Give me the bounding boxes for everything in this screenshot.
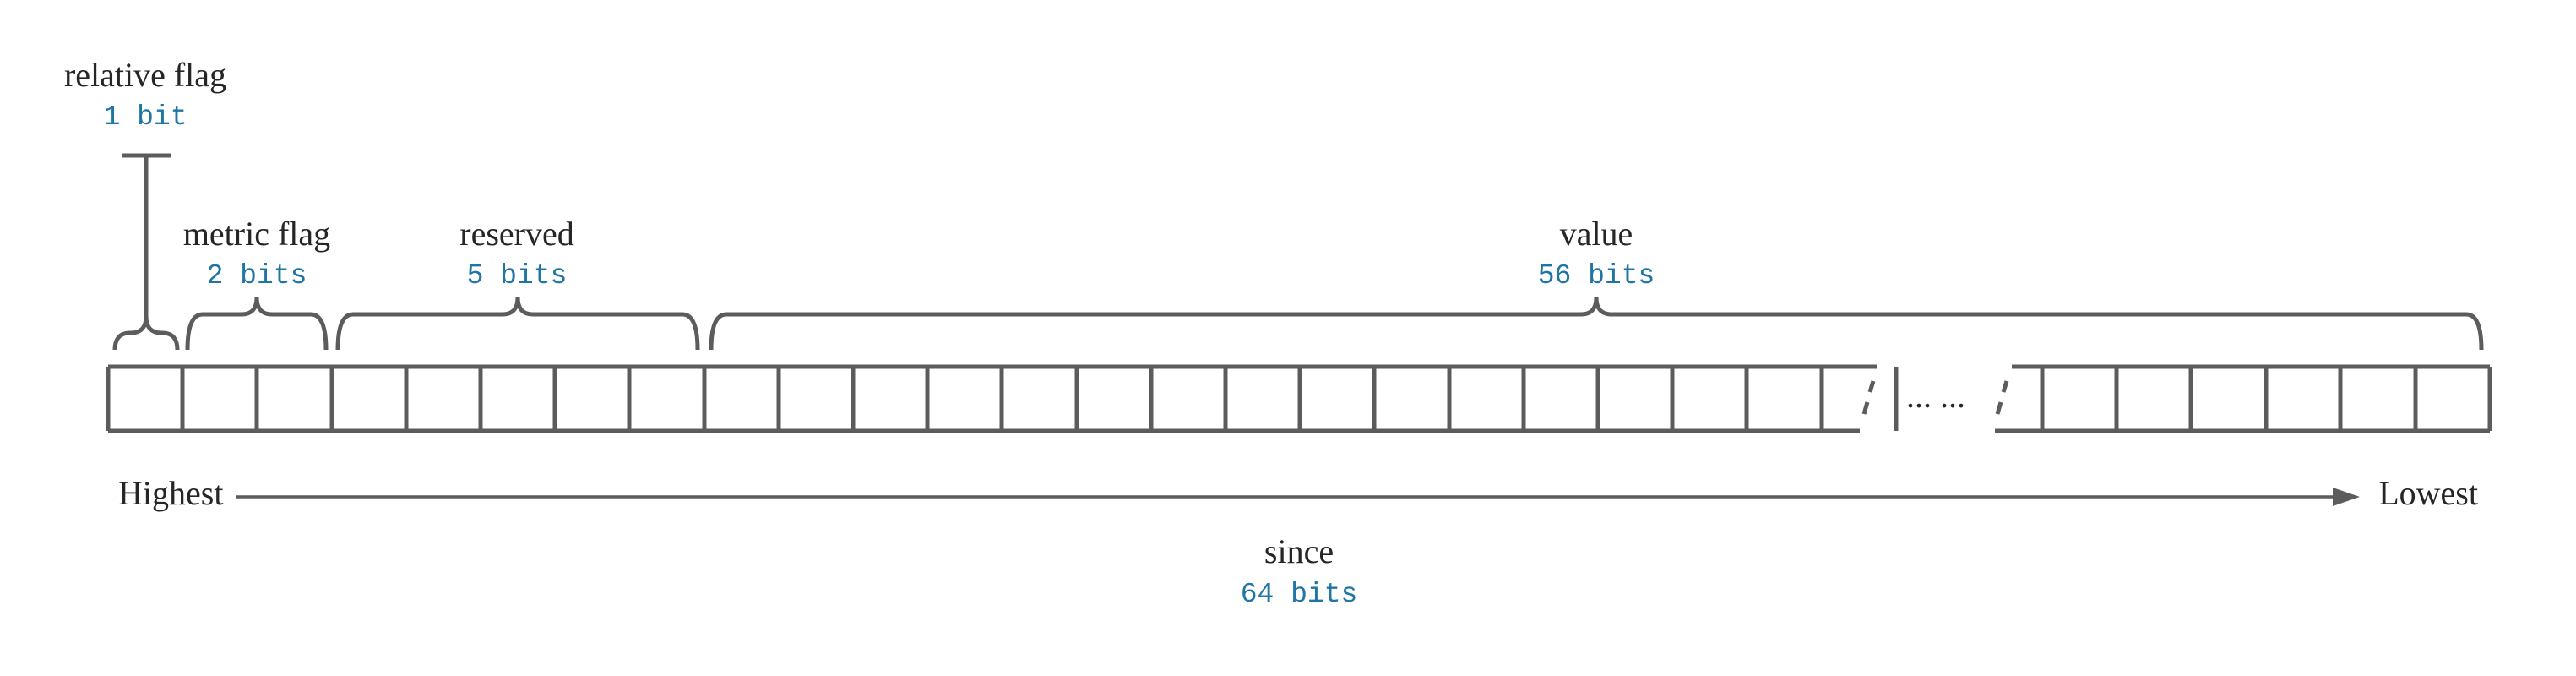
- field-braces: [112, 297, 2484, 351]
- register-size: 64 bits: [1241, 579, 1358, 610]
- ellipsis: ... ...: [1906, 377, 1965, 415]
- direction-arrow: [236, 488, 2360, 506]
- relative-flag-brace: [112, 315, 180, 351]
- direction-start-label: Highest: [118, 474, 223, 512]
- metric-flag-brace: [185, 297, 329, 351]
- field-name-relative-flag: relative flag: [64, 56, 226, 94]
- relative-flag-pointer: [122, 153, 171, 319]
- field-size-value: 56 bits: [1538, 260, 1655, 292]
- field-size-relative-flag: 1 bit: [103, 101, 187, 133]
- field-name-reserved: reserved: [459, 215, 573, 253]
- direction-end-label: Lowest: [2378, 474, 2478, 512]
- bit-cells: [180, 367, 2418, 431]
- reserved-brace: [335, 297, 700, 351]
- field-name-metric-flag: metric flag: [183, 215, 330, 253]
- break-marks: [1861, 380, 2009, 415]
- field-size-metric-flag: 2 bits: [207, 260, 307, 292]
- value-brace: [709, 297, 2484, 351]
- register-name: since: [1264, 532, 1334, 570]
- field-size-reserved: 5 bits: [467, 260, 568, 292]
- register-frame: [106, 364, 2492, 433]
- field-name-value: value: [1560, 215, 1633, 253]
